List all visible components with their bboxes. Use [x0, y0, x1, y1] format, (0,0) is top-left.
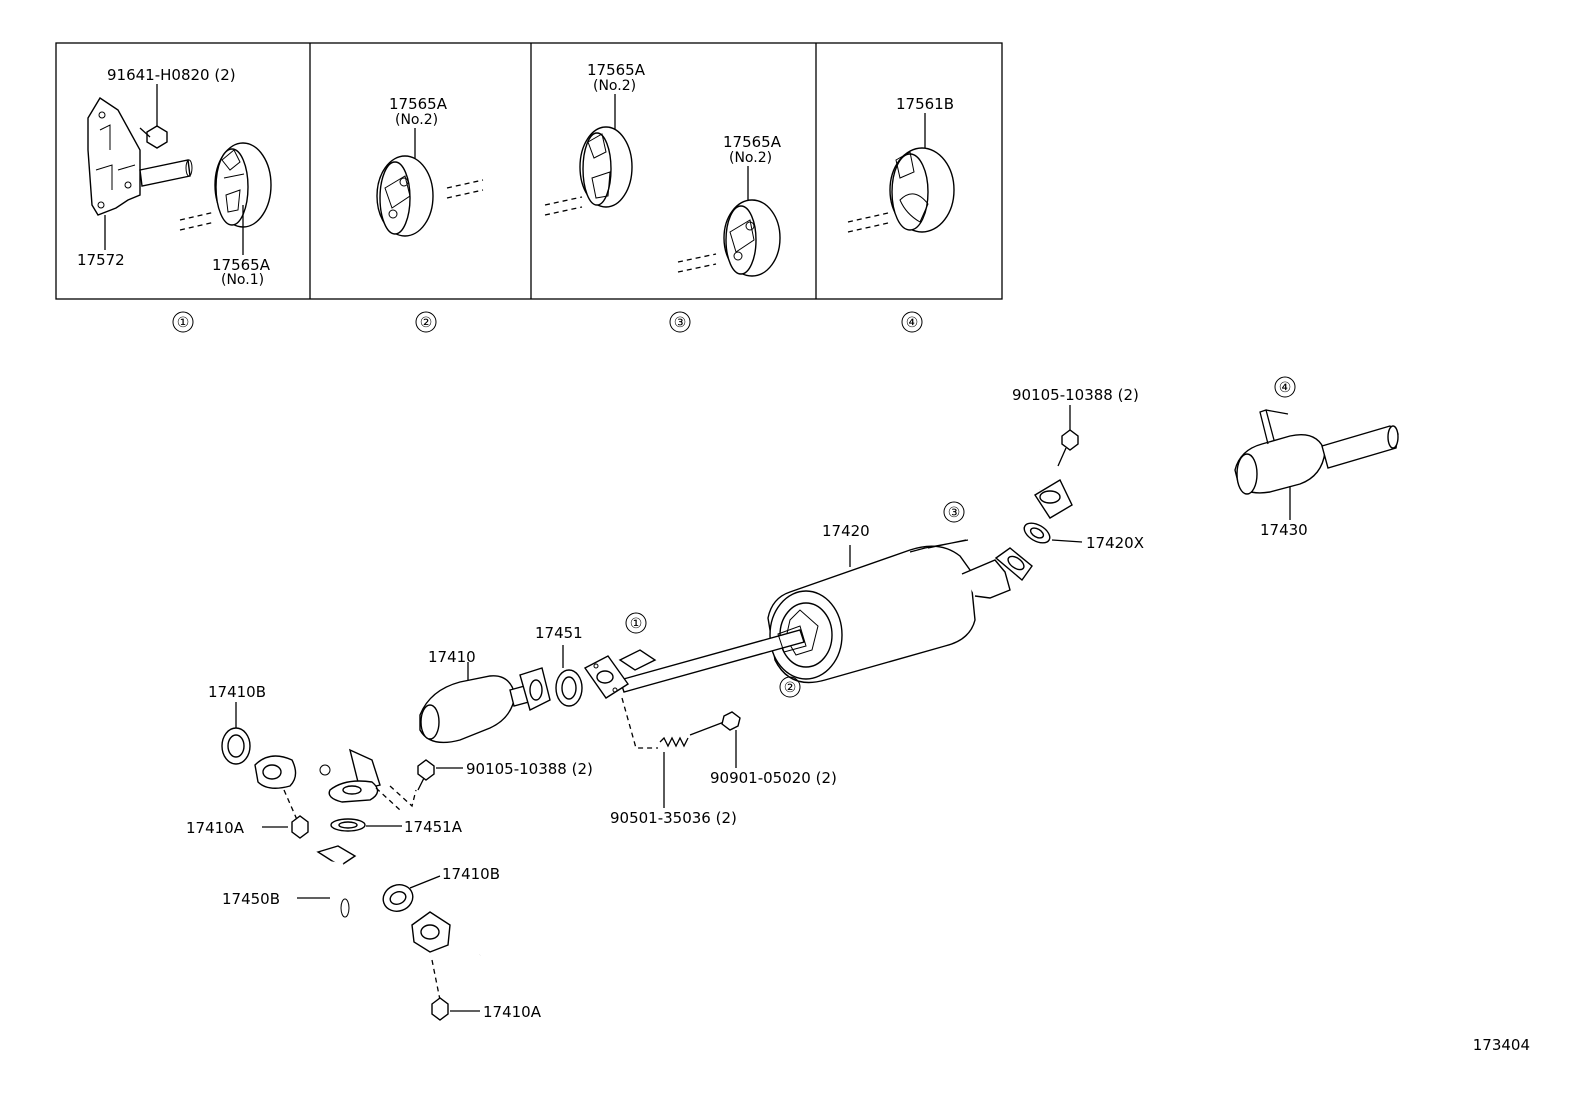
bolt-90105-mid-icon: [417, 759, 435, 791]
mount-17565A-no2-icon: [376, 155, 434, 237]
detail-marker-2: ②: [420, 315, 433, 331]
gasket-17410B-bottom-icon: [382, 884, 414, 912]
marker-3-main: ③: [948, 505, 961, 521]
gasket-17451A-label: 17451A: [404, 818, 463, 836]
pipe-17450B-label: 17450B: [222, 890, 280, 908]
mount-17561B-icon: [889, 147, 955, 233]
marker-4-main: ④: [1279, 380, 1292, 396]
muffler-inlet-flange-icon: [583, 655, 629, 699]
detail-box-2: 17565A (No.2) ②: [376, 95, 484, 333]
gasket-17410B-bottom-label: 17410B: [442, 865, 500, 883]
detail-marker-3: ③: [674, 315, 687, 331]
bracket-17572-icon: [87, 97, 193, 216]
pipe-17450B: [316, 845, 489, 971]
gasket-17451A-icon: [330, 818, 366, 832]
mount-a-sub-label: (No.2): [593, 78, 636, 94]
bolt-91641-icon: [139, 125, 168, 149]
marker-2-main: ②: [784, 680, 797, 696]
mount-b-sub-label: (No.2): [729, 150, 772, 166]
nut-17410A-top-label: 17410A: [186, 819, 245, 837]
tail-pipe-17430-label: 17430: [1260, 521, 1308, 539]
tail-pipe-17430: 17430: [1034, 409, 1399, 539]
detail-box-3: 17565A (No.2) 17565A (No.2) ③: [544, 61, 782, 333]
detail-panel: [55, 42, 1003, 300]
detail-box-4: 17561B ④: [847, 95, 955, 333]
bolt-90901-icon: [689, 711, 741, 736]
muffler-17420: [618, 539, 1033, 693]
mount-no2-sub-label: (No.2): [395, 112, 438, 128]
detail-marker-1: ①: [177, 315, 190, 331]
mount-b-code-label: 17565A: [723, 133, 782, 151]
gasket-17410B-top-label: 17410B: [208, 683, 266, 701]
bolt-90105-top-label: 90105-10388 (2): [1012, 386, 1139, 404]
mount-no2-code-label: 17565A: [389, 95, 448, 113]
bolt-90105-top-icon: [1057, 429, 1079, 467]
mount-a-code-label: 17565A: [587, 61, 646, 79]
gasket-17451-label: 17451: [535, 624, 583, 642]
nut-17410A-bottom-label: 17410A: [483, 1003, 542, 1021]
spring-90501-icon: [659, 736, 689, 748]
mount-17565A-no1-icon: [214, 142, 272, 228]
detail-marker-4: ④: [906, 315, 919, 331]
mount-17561B-label: 17561B: [896, 95, 954, 113]
mount-17565A-b-icon: [723, 199, 781, 277]
detail-panel-frame: [55, 42, 1003, 300]
marker-1-main: ①: [630, 616, 643, 632]
bracket-17572-label: 17572: [77, 251, 125, 269]
mount-no1-code-label: 17565A: [212, 256, 271, 274]
nut-17410A-top-icon: [291, 815, 309, 839]
diagram-id: 173404: [1473, 1036, 1530, 1054]
gasket-17451-icon: [555, 669, 583, 707]
bolt-90105-mid-label: 90105-10388 (2): [466, 760, 593, 778]
spring-90501-label: 90501-35036 (2): [610, 809, 737, 827]
gasket-17420X-label: 17420X: [1086, 534, 1144, 552]
front-pipe-17410-label: 17410: [428, 648, 476, 666]
nut-17410A-bottom-icon: [431, 997, 449, 1021]
bolt-91641-label: 91641-H0820 (2): [107, 66, 236, 84]
gasket-17420X-icon: [1023, 522, 1051, 544]
bolt-90901-label: 90901-05020 (2): [710, 769, 837, 787]
front-pipe-17410: [254, 667, 551, 803]
muffler-17420-label: 17420: [822, 522, 870, 540]
mount-17565A-a-icon: [579, 126, 633, 208]
detail-box-1: 91641-H0820 (2) 17572 17565A: [77, 66, 272, 333]
gasket-17410B-top-icon: [221, 727, 251, 765]
mount-no1-sub-label: (No.1): [221, 272, 264, 288]
